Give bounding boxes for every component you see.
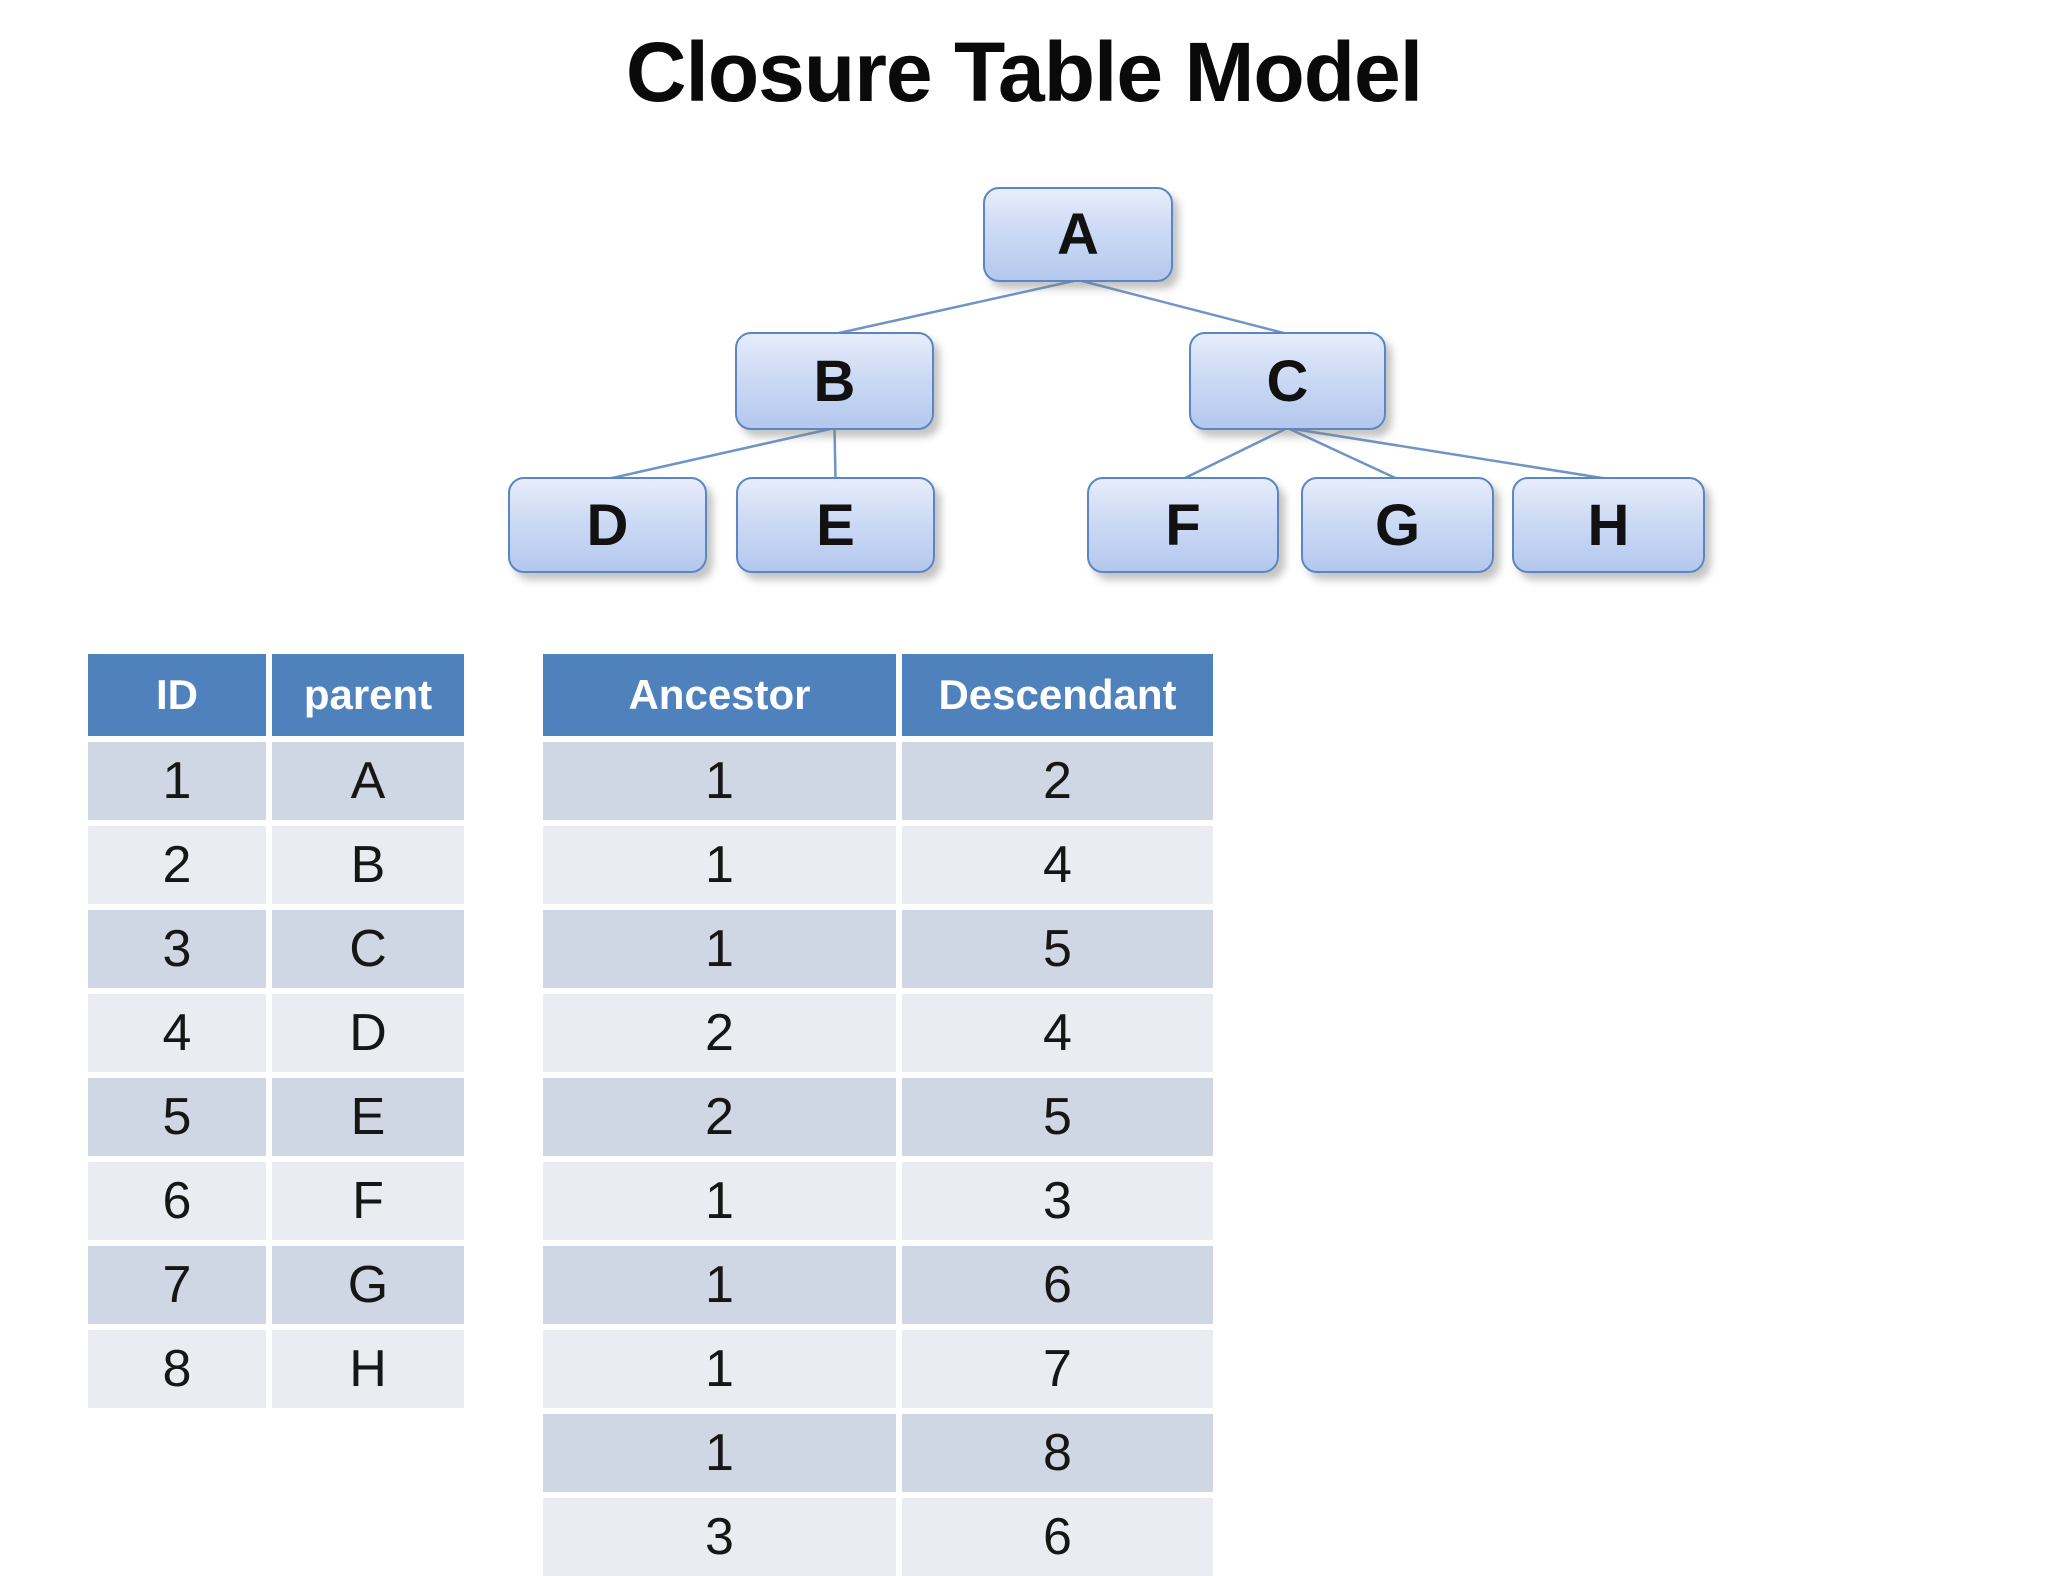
nodes-table-cell: F xyxy=(272,1162,464,1240)
tree-edge-c-h xyxy=(1287,426,1609,481)
tree-node-f: F xyxy=(1087,477,1279,573)
tree-node-d: D xyxy=(508,477,707,573)
nodes-table-cell: 5 xyxy=(88,1078,266,1156)
tree-node-b: B xyxy=(735,332,934,430)
nodes-table-cell: D xyxy=(272,994,464,1072)
closure-table-cell: 1 xyxy=(543,1162,896,1240)
closure-table-cell: 6 xyxy=(902,1498,1213,1576)
tree-node-g: G xyxy=(1301,477,1494,573)
tree-edge-lines xyxy=(607,278,1609,481)
nodes-table-header-id: ID xyxy=(88,654,266,736)
tree-edge-c-f xyxy=(1182,426,1289,481)
tree-edge-a-c xyxy=(1077,278,1288,336)
tree-node-e: E xyxy=(736,477,935,573)
closure-table-cell: 5 xyxy=(902,910,1213,988)
tree-edge-a-b xyxy=(834,278,1079,336)
slide-title: Closure Table Model xyxy=(625,25,1423,119)
closure-table-cell: 1 xyxy=(543,1414,896,1492)
closure-table-cell: 1 xyxy=(543,742,896,820)
closure-table-header-descendant: Descendant xyxy=(902,654,1213,736)
nodes-table-cell: 4 xyxy=(88,994,266,1072)
nodes-table-cell: 6 xyxy=(88,1162,266,1240)
closure-table-cell: 2 xyxy=(543,994,896,1072)
closure-table-cell: 7 xyxy=(902,1330,1213,1408)
nodes-table-cell: B xyxy=(272,826,464,904)
nodes-table-cell: 2 xyxy=(88,826,266,904)
tree-node-c: C xyxy=(1189,332,1386,430)
nodes-table-cell: 3 xyxy=(88,910,266,988)
closure-table-cell: 8 xyxy=(902,1414,1213,1492)
nodes-table-cell: 8 xyxy=(88,1330,266,1408)
tree-node-a: A xyxy=(983,187,1173,282)
closure-table-cell: 1 xyxy=(543,910,896,988)
closure-table-cell: 3 xyxy=(543,1498,896,1576)
closure-table-cell: 1 xyxy=(543,1330,896,1408)
closure-table-cell: 4 xyxy=(902,826,1213,904)
nodes-table-header-parent: parent xyxy=(272,654,464,736)
closure-table-cell: 2 xyxy=(902,742,1213,820)
closure-table-cell: 1 xyxy=(543,826,896,904)
closure-table-cell: 4 xyxy=(902,994,1213,1072)
nodes-table-cell: 7 xyxy=(88,1246,266,1324)
closure-table-cell: 5 xyxy=(902,1078,1213,1156)
nodes-table-cell: G xyxy=(272,1246,464,1324)
closure-table-cell: 3 xyxy=(902,1162,1213,1240)
tree-edge-c-g xyxy=(1286,426,1399,481)
nodes-table-cell: E xyxy=(272,1078,464,1156)
closure-table-header-ancestor: Ancestor xyxy=(543,654,896,736)
closure-table-cell: 1 xyxy=(543,1246,896,1324)
tree-edge-b-e xyxy=(833,427,837,480)
nodes-table-cell: 1 xyxy=(88,742,266,820)
tree-edge-b-d xyxy=(607,426,835,481)
closure-table-cell: 2 xyxy=(543,1078,896,1156)
nodes-table-cell: H xyxy=(272,1330,464,1408)
nodes-table-cell: C xyxy=(272,910,464,988)
tree-node-h: H xyxy=(1512,477,1705,573)
closure-table-cell: 6 xyxy=(902,1246,1213,1324)
nodes-table-cell: A xyxy=(272,742,464,820)
